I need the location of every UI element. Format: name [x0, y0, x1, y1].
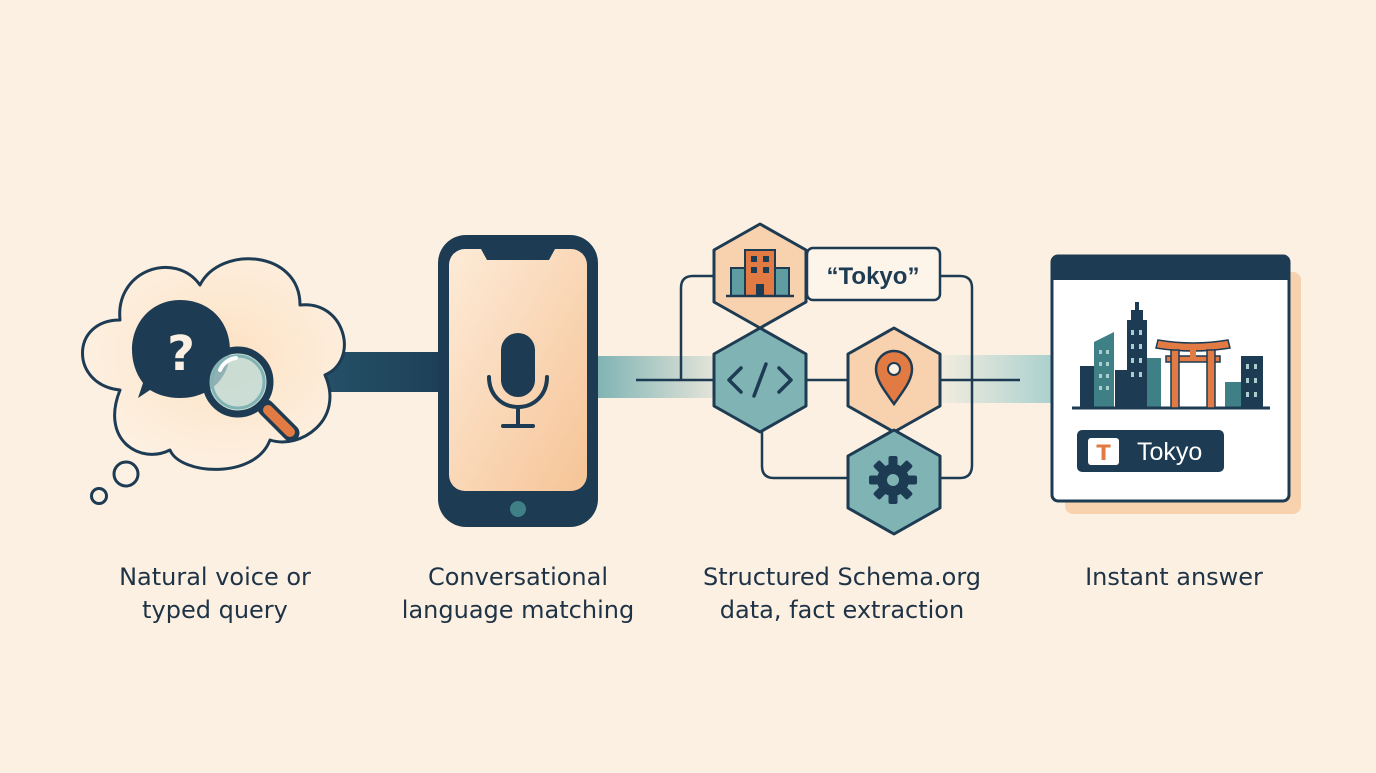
step-2-caption-line-2: language matching — [401, 596, 635, 624]
step-1-caption-line-2: typed query — [142, 596, 288, 624]
step-3-caption: Structured Schema.org data, fact extract… — [682, 561, 1002, 627]
step-3-caption-line-1: Structured Schema.org — [703, 563, 981, 591]
magnifier-icon — [202, 346, 300, 442]
connector-query-to-phone — [325, 352, 440, 392]
step-3-caption-line-2: data, fact extraction — [719, 596, 965, 624]
code-icon — [712, 326, 808, 434]
answer-badge-letter: T — [1096, 441, 1111, 465]
extracted-fact-text: “Tokyo” — [827, 263, 920, 290]
map-pin-icon — [846, 326, 942, 434]
step-4-caption: Instant answer — [1024, 561, 1324, 594]
building-icon — [712, 222, 808, 330]
schema-network-lines — [636, 274, 1020, 480]
city-skyline-icon — [1072, 302, 1270, 410]
microphone-icon — [487, 333, 549, 428]
gear-icon — [846, 428, 942, 536]
step-2-caption-line-1: Conversational — [427, 563, 609, 591]
answer-text: Tokyo — [1137, 438, 1202, 466]
torii-gate-icon — [1155, 339, 1231, 409]
answer-badge: T Tokyo — [1077, 430, 1224, 472]
connector-phone-to-schema — [596, 356, 720, 398]
step-1-caption-line-1: Natural voice or — [119, 563, 311, 591]
step-4-caption-line-1: Instant answer — [1085, 563, 1263, 591]
step-1-caption: Natural voice or typed query — [65, 561, 365, 627]
svg-text:?: ? — [167, 326, 195, 382]
step-2-caption: Conversational language matching — [368, 561, 668, 627]
extracted-fact-label: “Tokyo” — [805, 246, 942, 302]
